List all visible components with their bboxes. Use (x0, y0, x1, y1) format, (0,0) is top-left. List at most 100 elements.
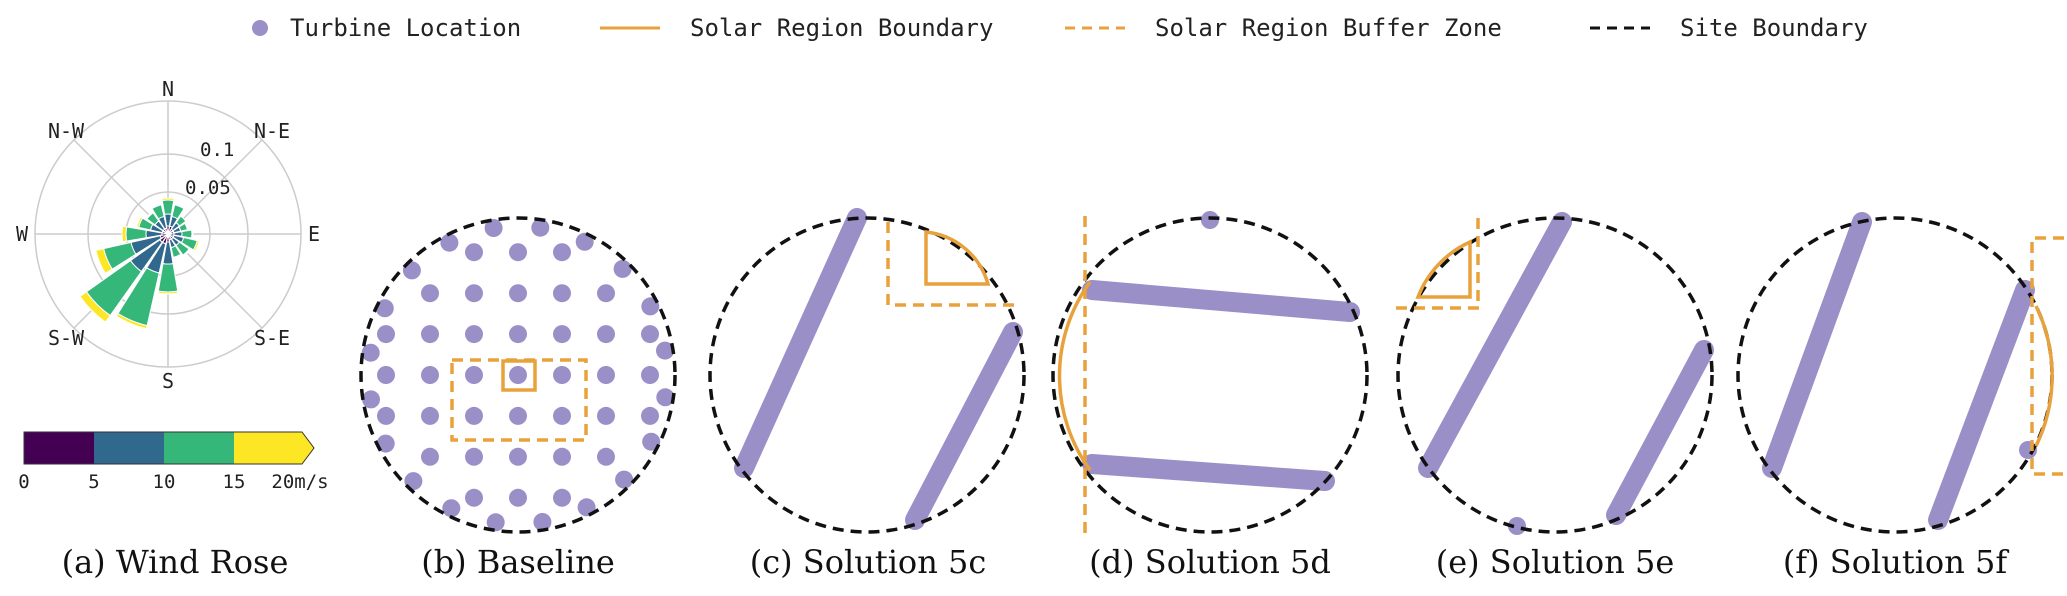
baseline-turbine (615, 470, 634, 489)
baseline-turbine (613, 259, 632, 278)
baseline-turbine (465, 488, 483, 507)
baseline-turbine (465, 406, 483, 425)
baseline-turbine (509, 366, 527, 384)
baseline-turbine (597, 284, 615, 303)
baseline-turbine (641, 406, 659, 425)
baseline-turbine (362, 390, 380, 409)
solution-5c-turbines (734, 208, 1023, 530)
wind-rose-dir-ne: N-E (254, 119, 290, 143)
baseline-turbine (509, 325, 527, 344)
baseline-turbine (656, 388, 675, 407)
solution-5f-solar-boundary (2034, 305, 2054, 447)
baseline-turbine (509, 406, 527, 425)
wind-rose-bar (181, 229, 193, 239)
baseline-turbine (575, 232, 594, 251)
caption-wind-rose: (a) Wind Rose (62, 543, 289, 581)
baseline-turbine (577, 498, 596, 517)
wind-rose-bar (174, 203, 186, 210)
wind-rose-bar (191, 229, 194, 239)
solution-5d-panel (1051, 211, 1369, 534)
baseline-turbine (509, 243, 527, 262)
baseline-turbine (421, 366, 439, 384)
colorbar-tick-10: 10 (153, 471, 176, 493)
wind-rose-bar (121, 225, 128, 243)
baseline-turbine (440, 233, 459, 252)
colorbar-tick-0: 0 (18, 471, 29, 493)
panel-captions: (a) Wind Rose (b) Baseline (c) Solution … (62, 543, 2010, 581)
legend-turbine-label: Turbine Location (290, 14, 521, 42)
baseline-turbine (465, 243, 483, 262)
solution-5c-solar-buffer (886, 222, 1018, 307)
baseline-turbine (361, 343, 380, 362)
baseline-turbine (421, 284, 439, 303)
baseline-turbine (597, 325, 615, 344)
baseline-turbine (484, 219, 503, 237)
baseline-turbine (553, 325, 571, 344)
baseline-turbine (531, 218, 550, 237)
caption-solution-5f: (f) Solution 5f (1783, 543, 2010, 581)
solution-5e-site-boundary (1396, 216, 1714, 534)
wind-rose-bar (79, 291, 111, 323)
solution-5f-panel (1736, 212, 2064, 534)
baseline-turbine (641, 297, 660, 316)
baseline-panel (359, 216, 677, 534)
wind-rose-bar (157, 290, 179, 295)
legend-site-boundary-label: Site Boundary (1680, 14, 1868, 42)
baseline-turbine (597, 366, 615, 384)
baseline-turbine (553, 406, 571, 425)
baseline-turbine (553, 447, 571, 466)
caption-solution-5e: (e) Solution 5e (1436, 543, 1675, 581)
baseline-turbine (642, 432, 661, 451)
baseline-turbine (597, 406, 615, 425)
baseline-turbine (641, 366, 659, 384)
baseline-turbine (465, 325, 483, 344)
wind-rose-bar (161, 197, 175, 202)
baseline-turbine (421, 406, 439, 425)
wind-rose-bar (172, 253, 183, 259)
wind-rose-bar (95, 248, 113, 275)
baseline-turbine (376, 434, 395, 453)
wind-rose-bar (192, 240, 200, 252)
solution-5e-turbine-single (1508, 517, 1526, 535)
baseline-turbine (465, 447, 483, 466)
wind-rose-bar (136, 216, 144, 228)
baseline-turbine (421, 325, 439, 344)
wind-rose-bars (79, 197, 200, 330)
wind-rose-dir-nw: N-W (48, 119, 85, 143)
solution-5c-site-boundary (708, 216, 1026, 534)
baseline-solar-boundary (501, 359, 537, 392)
baseline-turbine (465, 284, 483, 303)
solution-5f-site-boundary (1736, 216, 2054, 534)
legend-solar-boundary-label: Solar Region Boundary (690, 14, 993, 42)
baseline-turbine (553, 488, 571, 507)
solution-5d-turbine-single (1201, 211, 1219, 229)
baseline-turbine (533, 513, 552, 531)
baseline-turbine (553, 366, 571, 384)
wind-rose-bar (145, 211, 154, 220)
baseline-turbine (375, 299, 394, 318)
wind-rose-dir-sw: S-W (48, 326, 85, 350)
wind-rose-bar (115, 312, 148, 330)
solution-5c-panel (708, 208, 1026, 534)
solution-5c-solar-boundary (924, 230, 991, 286)
baseline-turbine (509, 284, 527, 303)
legend-turbine-marker (252, 20, 268, 36)
baseline-solar-buffer (450, 358, 588, 442)
caption-solution-5d: (d) Solution 5d (1089, 543, 1331, 581)
baseline-turbine (597, 447, 615, 466)
caption-solution-5c: (c) Solution 5c (750, 543, 987, 581)
solution-5f-solar-buffer (2030, 236, 2064, 476)
colorbar-tick-20: 20m/s (271, 471, 328, 493)
baseline-turbine (509, 447, 527, 466)
baseline-turbine (553, 284, 571, 303)
wind-speed-colorbar: 0 5 10 15 20m/s (18, 431, 329, 493)
solution-5d-solar-boundary (1057, 280, 1092, 472)
solution-5e-panel (1395, 212, 1714, 535)
wind-rose-dir-n: N (162, 77, 174, 101)
wind-rose-dir-w: W (16, 222, 29, 246)
legend-solar-buffer-label: Solar Region Buffer Zone (1155, 14, 1502, 42)
baseline-turbine (421, 447, 439, 466)
solution-5e-turbines (1418, 212, 1714, 525)
baseline-turbine (641, 325, 659, 344)
baseline-turbine (486, 513, 505, 532)
